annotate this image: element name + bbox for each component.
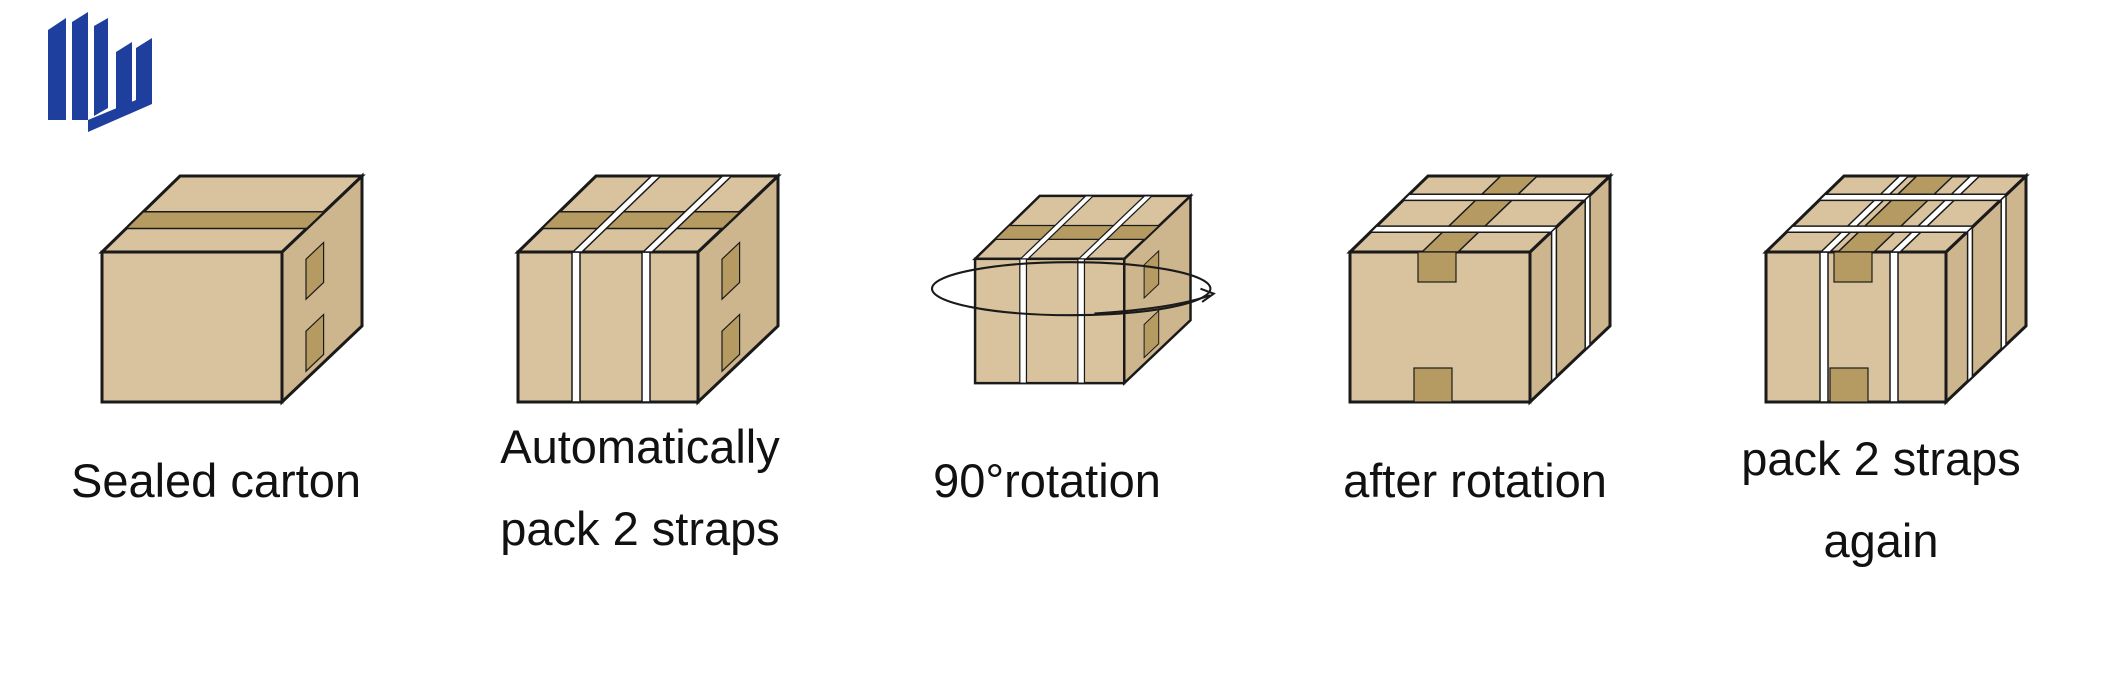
tape-strip bbox=[540, 210, 743, 230]
tape-flap bbox=[305, 241, 325, 301]
carton-front-face bbox=[973, 257, 1126, 385]
tape-flap bbox=[305, 313, 325, 373]
top-strap bbox=[1784, 225, 1976, 233]
strap bbox=[1819, 251, 1829, 403]
top-strap bbox=[1019, 195, 1095, 260]
tape-flap bbox=[721, 241, 741, 301]
my-monogram-logo-icon bbox=[48, 12, 152, 132]
tape-strip bbox=[124, 210, 327, 230]
carton-front-face bbox=[100, 250, 284, 404]
step-label-rotate: 90°rotation bbox=[933, 454, 1161, 507]
tape-flap bbox=[1413, 367, 1453, 403]
step-label-sealed: Sealed carton bbox=[70, 454, 362, 507]
side-strap bbox=[1966, 225, 1974, 384]
tape-flap bbox=[1829, 367, 1869, 403]
step-label-pack2: pack 2 straps again bbox=[1741, 432, 2021, 567]
strapped-carton-icon bbox=[514, 172, 782, 406]
side-strap bbox=[1584, 193, 1591, 352]
tape-flap bbox=[1143, 249, 1160, 300]
top-strap bbox=[571, 175, 663, 253]
cross-strapped-carton-icon bbox=[1762, 172, 2030, 406]
tape-flap bbox=[1417, 251, 1457, 283]
side-strap bbox=[2000, 193, 2007, 352]
arrow-head-icon bbox=[1200, 287, 1216, 303]
rotation-orbit bbox=[930, 261, 1212, 317]
step-label-pack1: Automatically pack 2 straps bbox=[500, 420, 780, 555]
tape-flap bbox=[721, 313, 741, 373]
strap bbox=[1889, 251, 1899, 403]
strap bbox=[1077, 258, 1086, 384]
top-strap bbox=[1401, 193, 1593, 202]
tape-flap bbox=[1143, 309, 1160, 359]
sealed-carton-icon bbox=[98, 172, 366, 406]
top-strap bbox=[1368, 225, 1560, 233]
rotated-carton-icon bbox=[1346, 172, 1614, 406]
carton-front-face bbox=[516, 250, 700, 404]
tape-flap bbox=[1833, 251, 1873, 283]
side-strap bbox=[1550, 225, 1558, 384]
strap bbox=[1019, 258, 1028, 384]
top-strap bbox=[1817, 193, 2009, 202]
strap bbox=[641, 251, 651, 403]
step-label-after: after rotation bbox=[1343, 454, 1607, 507]
strap bbox=[571, 251, 581, 403]
tape-strip bbox=[993, 224, 1161, 240]
top-strap bbox=[641, 175, 734, 253]
top-strap bbox=[1077, 195, 1154, 260]
rotation-arrow bbox=[1094, 294, 1211, 315]
rotating-carton-icon bbox=[930, 192, 1216, 387]
